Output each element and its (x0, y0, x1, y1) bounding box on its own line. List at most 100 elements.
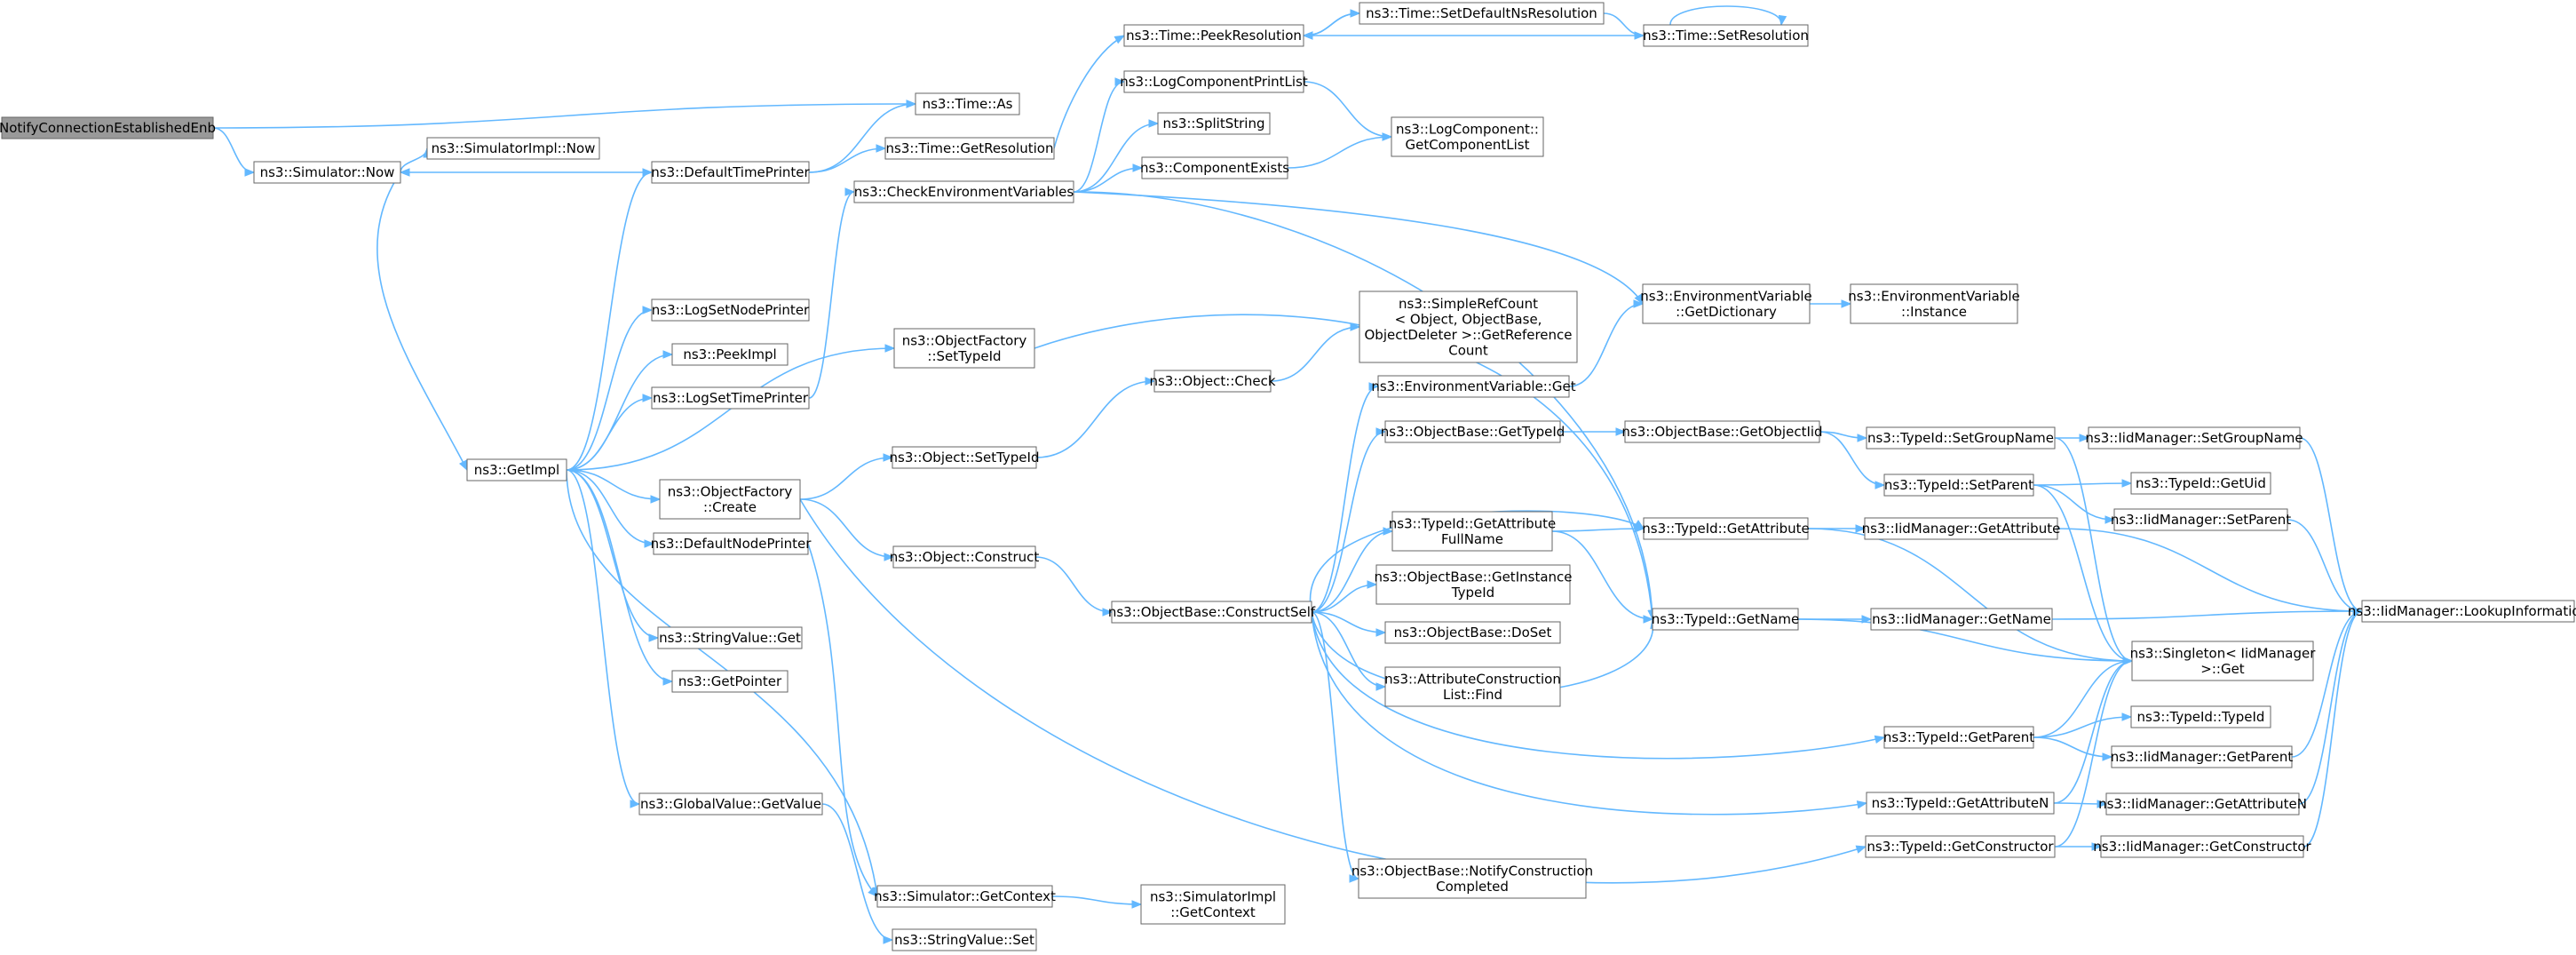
node-iidmgr-setgroupname[interactable]: ns3::IidManager::SetGroupName (2085, 426, 2303, 450)
node-iidmgr-getconstructor[interactable]: ns3::IidManager::GetConstructor (2093, 835, 2312, 858)
edge-arrowhead (648, 633, 660, 642)
node-typeid-getconstructor[interactable]: ns3::TypeId::GetConstructor (1865, 835, 2056, 858)
edge-arrowhead (662, 677, 674, 686)
node-box (638, 792, 823, 816)
node-iidmgr-getattributen[interactable]: ns3::IidManager::GetAttributeN (2098, 792, 2307, 816)
node-logcomp-getlist[interactable]: ns3::LogComponent::GetComponentList (1391, 116, 1544, 157)
node-typeid-getname[interactable]: ns3::TypeId::GetName (1652, 608, 1799, 631)
edge-typeid-getattrfullname-to-typeid-getattribute (1551, 524, 1645, 533)
node-label: ns3::TypeId::GetName (1652, 611, 1799, 627)
node-logcomp-printlist[interactable]: ns3::LogComponentPrintList (1120, 70, 1308, 93)
edge-line (799, 498, 1867, 884)
node-label: ns3::StringValue::Get (659, 630, 801, 646)
node-box (659, 479, 801, 520)
node-typeid-getattributen[interactable]: ns3::TypeId::GetAttributeN (1866, 792, 2055, 815)
node-object-settypeid[interactable]: ns3::Object::SetTypeId (890, 446, 1040, 469)
node-object-construct[interactable]: ns3::Object::Construct (890, 545, 1040, 569)
node-label: ns3::AttributeConstruction (1384, 671, 1561, 687)
node-simimpl-now[interactable]: ns3::SimulatorImpl::Now (426, 137, 600, 160)
edge-root-to-time-as (212, 99, 917, 129)
edge-arrowhead (1382, 132, 1393, 141)
node-objfactory-create[interactable]: ns3::ObjectFactory::Create (659, 479, 801, 520)
node-simimpl-getcontext[interactable]: ns3::SimulatorImpl::GetContext (1140, 884, 1286, 925)
node-label: ns3::IidManager::GetAttribute (1862, 521, 2061, 537)
edge-arrowhead (1857, 434, 1868, 442)
edge-time-setres-to-time-setres (1669, 5, 1787, 27)
node-typeid-getuid[interactable]: ns3::TypeId::GetUid (2130, 472, 2271, 495)
node-label: ns3::Time::GetResolution (886, 140, 1054, 156)
edge-line (2057, 528, 2363, 612)
node-time-setres[interactable]: ns3::Time::SetResolution (1643, 24, 1809, 47)
node-getpointer[interactable]: ns3::GetPointer (671, 670, 789, 693)
edge-arrowhead (1874, 735, 1886, 744)
node-objbase-constructself[interactable]: ns3::ObjectBase::ConstructSelf (1108, 601, 1316, 624)
node-object-check[interactable]: ns3::Object::Check (1149, 370, 1276, 393)
node-getimpl[interactable]: ns3::GetImpl (466, 458, 567, 481)
node-iidmgr-getparent[interactable]: ns3::IidManager::GetParent (2111, 745, 2294, 768)
node-objfactory-settypeid[interactable]: ns3::ObjectFactory::SetTypeId (893, 328, 1035, 369)
node-label: ns3::IidManager::GetName (1872, 611, 2051, 627)
edge-getimpl-to-getpointer (566, 469, 674, 686)
node-box (1358, 858, 1587, 899)
edge-object-settypeid-to-object-check (1035, 377, 1156, 458)
node-iidmgr-lookup[interactable]: ns3::IidManager::LookupInformation (2348, 600, 2576, 623)
edge-typeid-getattributen-to-iidmgr-getattributen (2053, 800, 2108, 808)
node-box (2088, 426, 2301, 450)
node-label: TypeId (1451, 585, 1494, 601)
node-singleton-get[interactable]: ns3::Singleton< IidManager>::Get (2130, 641, 2317, 681)
node-label: ns3::ObjectBase::GetInstance (1375, 569, 1573, 585)
edge-arrowhead (1633, 299, 1645, 308)
node-simplerefcount[interactable]: ns3::SimpleRefCount< Object, ObjectBase,… (1359, 290, 1578, 363)
node-check-env[interactable]: ns3::CheckEnvironmentVariables (853, 180, 1074, 203)
node-defaultnodeprinter[interactable]: ns3::DefaultNodePrinter (651, 532, 812, 555)
node-objbase-doset[interactable]: ns3::ObjectBase::DoSet (1384, 621, 1561, 644)
node-label: ns3::IidManager::GetParent (2111, 749, 2294, 765)
node-typeid-getattribute[interactable]: ns3::TypeId::GetAttribute (1642, 517, 1810, 540)
node-time-getres[interactable]: ns3::Time::GetResolution (884, 137, 1055, 160)
edge-check-env-to-envvar-getdict (1073, 191, 1644, 306)
node-time-as[interactable]: ns3::Time::As (915, 92, 1020, 115)
node-typeid-setparent[interactable]: ns3::TypeId::SetParent (1883, 474, 2034, 497)
node-globalvalue-getvalue[interactable]: ns3::GlobalValue::GetValue (638, 792, 823, 816)
node-time-setdefns[interactable]: ns3::Time::SetDefaultNsResolution (1359, 2, 1605, 25)
node-envvar-getdict[interactable]: ns3::EnvironmentVariable::GetDictionary (1640, 283, 1812, 324)
node-objbase-getobjectiid[interactable]: ns3::ObjectBase::GetObjectIid (1621, 420, 1823, 443)
node-envvar-get[interactable]: ns3::EnvironmentVariable::Get (1371, 375, 1576, 398)
node-typeid-typeid[interactable]: ns3::TypeId::TypeId (2130, 705, 2271, 728)
node-objbase-notifyconstruction[interactable]: ns3::ObjectBase::NotifyConstructionCompl… (1351, 858, 1593, 899)
node-time-peekres[interactable]: ns3::Time::PeekResolution (1123, 24, 1304, 47)
edge-typeid-setgroupname-to-singleton-get (2054, 437, 2134, 665)
node-label: ::GetContext (1170, 904, 1256, 920)
node-stringvalue-get[interactable]: ns3::StringValue::Get (657, 626, 803, 649)
edge-line (566, 469, 673, 682)
node-sim-now[interactable]: ns3::Simulator::Now (253, 161, 401, 184)
node-logsettimeprinter[interactable]: ns3::LogSetTimePrinter (651, 386, 810, 410)
node-envvar-instance[interactable]: ns3::EnvironmentVariable::Instance (1848, 283, 2020, 324)
node-typeid-getparent[interactable]: ns3::TypeId::GetParent (1883, 726, 2034, 749)
edge-objfactory-create-to-object-settypeid (799, 453, 894, 500)
node-root[interactable]: NotifyConnectionEstablishedEnb (0, 116, 216, 139)
node-iidmgr-getname[interactable]: ns3::IidManager::GetName (1870, 608, 2053, 631)
edge-line (566, 469, 878, 897)
node-objbase-gettypeid[interactable]: ns3::ObjectBase::GetTypeId (1381, 420, 1565, 443)
node-iidmgr-getattribute[interactable]: ns3::IidManager::GetAttribute (1862, 517, 2061, 540)
node-peekimpl[interactable]: ns3::PeekImpl (671, 343, 789, 366)
node-splitstring[interactable]: ns3::SplitString (1157, 112, 1271, 135)
edge-sim-now-to-getimpl (376, 171, 468, 472)
node-label: ns3::LogComponentPrintList (1120, 74, 1308, 90)
node-iidmgr-setparent[interactable]: ns3::IidManager::SetParent (2111, 508, 2291, 531)
node-sim-getcontext[interactable]: ns3::Simulator::GetContext (874, 885, 1056, 908)
node-label: Count (1448, 342, 1488, 358)
edge-line (2291, 610, 2363, 758)
node-default-time-printer[interactable]: ns3::DefaultTimePrinter (651, 161, 811, 184)
node-typeid-setgroupname[interactable]: ns3::TypeId::SetGroupName (1866, 426, 2056, 450)
node-comp-exists[interactable]: ns3::ComponentExists (1140, 156, 1289, 179)
edge-time-setres-to-time-peekres (1302, 31, 1644, 40)
node-box (1864, 517, 2058, 540)
node-stringvalue-set[interactable]: ns3::StringValue::Set (892, 928, 1037, 951)
node-logsetnodeprinter[interactable]: ns3::LogSetNodePrinter (651, 298, 810, 322)
